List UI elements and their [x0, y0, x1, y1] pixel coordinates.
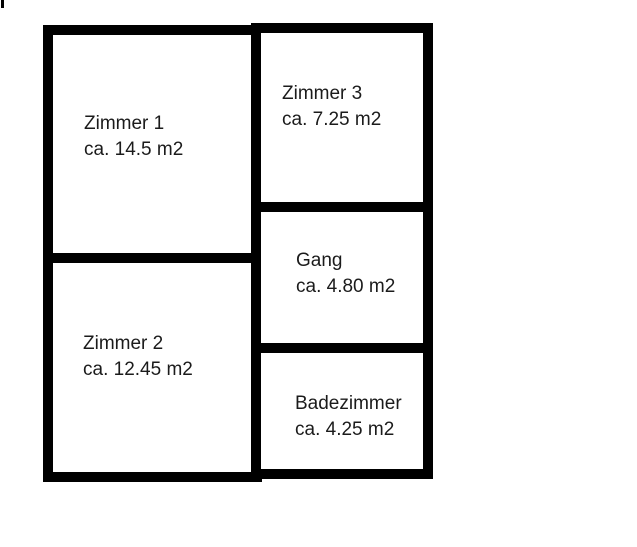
- room-zimmer-2: Zimmer 2 ca. 12.45 m2: [43, 253, 262, 482]
- room-area-label: ca. 12.45 m2: [83, 359, 193, 380]
- room-label: Zimmer 2 ca. 12.45 m2: [83, 331, 193, 383]
- room-name-label: Badezimmer: [295, 393, 402, 414]
- room-name-label: Zimmer 1: [84, 113, 165, 134]
- corner-artifact-mark: [1, 0, 4, 8]
- room-label: Zimmer 1 ca. 14.5 m2: [84, 111, 183, 163]
- room-area-label: ca. 4.25 m2: [295, 419, 395, 440]
- room-label: Gang ca. 4.80 m2: [296, 248, 395, 300]
- room-label: Zimmer 3 ca. 7.25 m2: [282, 81, 381, 133]
- room-zimmer-1: Zimmer 1 ca. 14.5 m2: [43, 25, 262, 268]
- room-name-label: Zimmer 3: [282, 83, 363, 104]
- room-name-label: Zimmer 2: [83, 333, 164, 354]
- room-zimmer-3: Zimmer 3 ca. 7.25 m2: [251, 23, 433, 212]
- room-area-label: ca. 14.5 m2: [84, 139, 184, 160]
- room-area-label: ca. 4.80 m2: [296, 276, 396, 297]
- room-badezimmer: Badezimmer ca. 4.25 m2: [251, 343, 433, 479]
- room-label: Badezimmer ca. 4.25 m2: [295, 391, 402, 443]
- room-gang: Gang ca. 4.80 m2: [251, 202, 433, 354]
- room-area-label: ca. 7.25 m2: [282, 109, 382, 130]
- room-name-label: Gang: [296, 250, 343, 271]
